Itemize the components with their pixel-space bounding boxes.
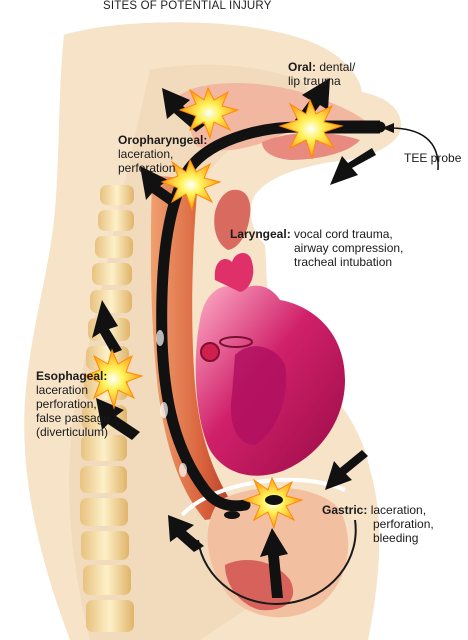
label-laryngeal-line-3: tracheal intubation (294, 255, 393, 269)
larynx (214, 189, 251, 250)
probe-pointer-arrow (389, 127, 439, 171)
label-gastric-line-3: bleeding (373, 531, 419, 545)
injury-burst-oral-lip (278, 98, 344, 160)
label-laryngeal-line-2: airway compression, (294, 241, 404, 255)
label-laryngeal-name: Laryngeal: (230, 227, 291, 241)
injury-burst-esophageal (82, 348, 144, 410)
injury-burst-oropharyngeal (160, 158, 222, 212)
label-oral-line-2: lip trauma (288, 74, 341, 88)
label-gastric-name: Gastric: (322, 503, 368, 517)
label-oropharyngeal: Oropharyngeal: laceration, perforation (118, 133, 258, 175)
heart (195, 253, 345, 476)
label-oropharyngeal-line-2: perforation (118, 161, 176, 175)
label-oral: Oral: dental/ lip trauma (288, 60, 458, 88)
label-esophageal-line-1: laceration (36, 383, 89, 397)
label-esophageal-line-2: perforation, (36, 397, 97, 411)
label-oral-name: Oral: (288, 60, 317, 74)
label-esophageal: Esophageal: laceration perforation, fals… (36, 369, 146, 439)
label-gastric: Gastric: laceration, perforation, bleedi… (322, 503, 462, 545)
body-shadow (69, 64, 309, 640)
label-tee-probe: TEE probe (404, 151, 462, 165)
label-laryngeal: Laryngeal: vocal cord trauma, airway com… (230, 227, 450, 269)
label-oral-line-1: dental/ (319, 60, 356, 74)
label-esophageal-name: Esophageal: (36, 369, 108, 383)
label-esophageal-line-3: false passage (36, 411, 111, 425)
injury-burst-gastric (224, 476, 304, 530)
label-oropharyngeal-line-1: laceration, (118, 147, 174, 161)
label-laryngeal-line-1: vocal cord trauma, (294, 227, 393, 241)
label-gastric-line-1: laceration, (370, 503, 427, 517)
label-esophageal-line-4: (diverticulum) (36, 425, 109, 439)
injury-burst-oral-upper (178, 86, 240, 140)
diagram-title: SITES OF POTENTIAL INJURY (103, 0, 272, 12)
label-oropharyngeal-name: Oropharyngeal: (118, 133, 208, 147)
label-gastric-line-2: perforation, (373, 517, 434, 531)
